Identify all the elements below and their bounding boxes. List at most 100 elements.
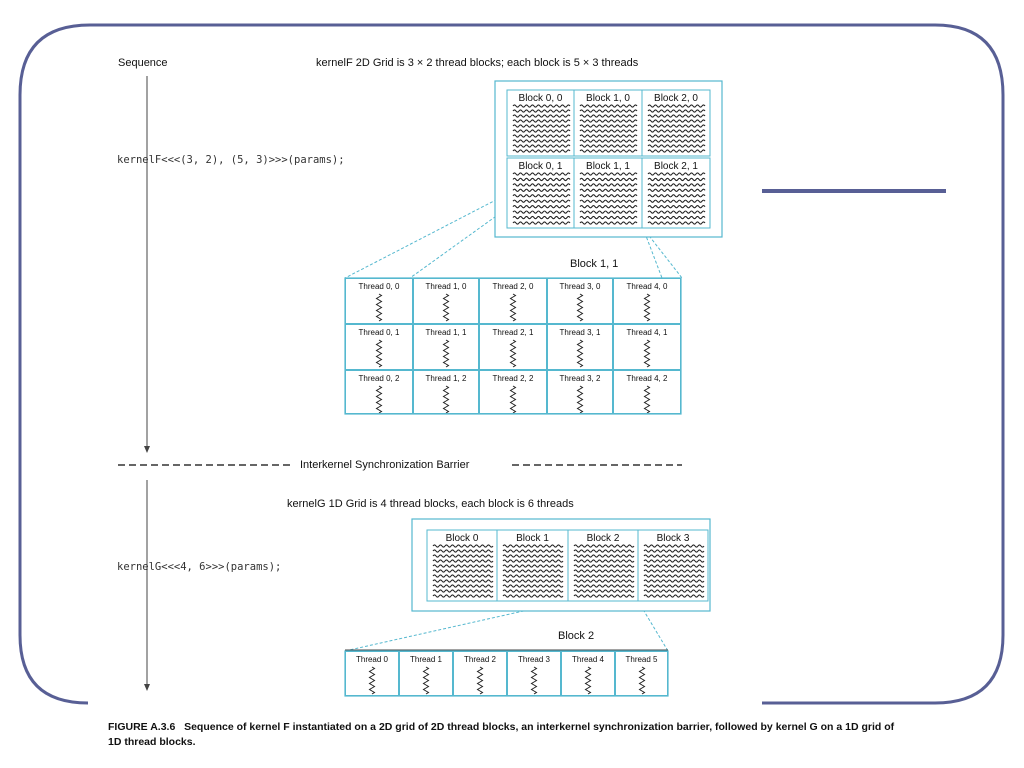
thread-squiggle-icon bbox=[512, 194, 571, 198]
thread-squiggle-icon bbox=[647, 194, 706, 198]
thread-squiggle-icon bbox=[512, 177, 571, 182]
thread-squiggle-icon bbox=[579, 109, 638, 113]
thread-squiggle-icon bbox=[647, 144, 706, 148]
zoom-line-g-1 bbox=[344, 600, 569, 652]
thread-label: Thread 5 bbox=[625, 655, 658, 664]
kernelG-thread-0: Thread 0 bbox=[345, 651, 399, 696]
thread-label: Thread 2, 1 bbox=[492, 328, 534, 337]
zoom-line-f-2 bbox=[409, 157, 578, 279]
thread-squiggle-icon bbox=[576, 339, 584, 368]
thread-label: Thread 4, 0 bbox=[626, 282, 668, 291]
thread-label: Thread 4, 2 bbox=[626, 374, 668, 383]
thread-squiggle-icon bbox=[432, 544, 494, 548]
kernelG-thread-2: Thread 2 bbox=[453, 651, 507, 696]
thread-squiggle-icon bbox=[432, 584, 494, 588]
thread-squiggle-icon bbox=[647, 183, 706, 187]
thread-label: Thread 2 bbox=[463, 655, 497, 664]
thread-label: Thread 3 bbox=[517, 655, 551, 664]
thread-squiggle-icon bbox=[647, 199, 706, 203]
thread-squiggle-icon bbox=[502, 574, 564, 578]
thread-squiggle-icon bbox=[647, 188, 706, 192]
thread-squiggle-icon bbox=[573, 544, 635, 548]
thread-squiggle-icon bbox=[647, 124, 706, 128]
thread-squiggle-icon bbox=[375, 293, 383, 322]
thread-squiggle-icon bbox=[579, 114, 638, 118]
thread-squiggle-icon bbox=[432, 559, 494, 563]
thread-squiggle-icon bbox=[579, 124, 638, 128]
thread-squiggle-icon bbox=[512, 104, 571, 108]
sequence-label: Sequence bbox=[118, 57, 168, 69]
kernelF-thread-4-2: Thread 4, 2 bbox=[613, 370, 681, 414]
thread-squiggle-icon bbox=[432, 564, 494, 568]
thread-squiggle-icon bbox=[530, 666, 538, 695]
thread-squiggle-icon bbox=[512, 210, 571, 214]
thread-squiggle-icon bbox=[573, 554, 635, 558]
thread-squiggle-icon bbox=[512, 188, 571, 192]
thread-squiggle-icon bbox=[584, 666, 592, 695]
thread-squiggle-icon bbox=[579, 172, 638, 176]
thread-squiggle-icon bbox=[512, 172, 571, 176]
block-label: Block 1, 0 bbox=[586, 93, 630, 104]
thread-squiggle-icon bbox=[579, 139, 638, 143]
kernelG-thread-1: Thread 1 bbox=[399, 651, 453, 696]
thread-squiggle-icon bbox=[579, 134, 638, 138]
thread-squiggle-icon bbox=[643, 544, 705, 548]
thread-squiggle-icon bbox=[432, 569, 494, 573]
thread-squiggle-icon bbox=[512, 124, 571, 128]
thread-squiggle-icon bbox=[579, 149, 638, 153]
block-cell-border bbox=[637, 529, 709, 602]
thread-squiggle-icon bbox=[512, 114, 571, 118]
kernelG-thread-4: Thread 4 bbox=[561, 651, 615, 696]
thread-squiggle-icon bbox=[502, 544, 564, 548]
kernelF-thread-2-0: Thread 2, 0 bbox=[479, 278, 547, 324]
caption-text: Sequence of kernel F instantiated on a 2… bbox=[108, 721, 895, 748]
thread-squiggle-icon bbox=[643, 569, 705, 573]
thread-squiggle-icon bbox=[502, 589, 564, 593]
thread-squiggle-icon bbox=[432, 549, 494, 553]
kernelF-block-2-1: Block 2, 1 bbox=[642, 158, 710, 228]
kernelF-thread-1-2: Thread 1, 2 bbox=[413, 370, 479, 414]
thread-squiggle-icon bbox=[647, 134, 706, 138]
kernelF-thread-4-0: Thread 4, 0 bbox=[613, 278, 681, 324]
kernelG-grid-outer bbox=[411, 518, 711, 612]
thread-squiggle-icon bbox=[502, 594, 564, 598]
thread-squiggle-icon bbox=[422, 666, 430, 695]
thread-squiggle-icon bbox=[512, 215, 571, 220]
thread-squiggle-icon bbox=[573, 569, 635, 573]
thread-squiggle-icon bbox=[647, 149, 706, 153]
thread-squiggle-icon bbox=[512, 139, 571, 143]
thread-label: Thread 0, 1 bbox=[358, 328, 400, 337]
thread-squiggle-icon bbox=[502, 549, 564, 553]
thread-squiggle-icon bbox=[573, 579, 635, 583]
thread-label: Thread 0, 2 bbox=[358, 374, 400, 383]
thread-squiggle-icon bbox=[432, 594, 494, 598]
thread-squiggle-icon bbox=[647, 210, 706, 214]
thread-squiggle-icon bbox=[512, 129, 571, 133]
thread-squiggle-icon bbox=[647, 109, 706, 113]
block-cell-border bbox=[641, 89, 711, 157]
thread-label: Thread 3, 2 bbox=[559, 374, 601, 383]
barrier-label: Interkernel Synchronization Barrier bbox=[300, 459, 470, 471]
thread-squiggle-icon bbox=[579, 188, 638, 192]
thread-label: Thread 3, 1 bbox=[559, 328, 601, 337]
kernelG-block-1: Block 1 bbox=[497, 530, 568, 601]
zoom-line-f-4 bbox=[642, 227, 663, 279]
kernelF-thread-1-1: Thread 1, 1 bbox=[413, 324, 479, 370]
kernelF-block-2-0: Block 2, 0 bbox=[642, 90, 710, 156]
thread-squiggle-icon bbox=[579, 129, 638, 133]
thread-squiggle-icon bbox=[579, 183, 638, 187]
thread-label: Thread 1, 0 bbox=[425, 282, 467, 291]
kernelF-thread-4-1: Thread 4, 1 bbox=[613, 324, 681, 370]
thread-squiggle-icon bbox=[643, 584, 705, 588]
thread-squiggle-icon bbox=[502, 564, 564, 568]
thread-squiggle-icon bbox=[573, 559, 635, 563]
kernelF-launch: kernelF<<<(3, 2), (5, 3)>>>(params); bbox=[117, 154, 345, 166]
timeline-lower-arrow bbox=[144, 684, 150, 691]
thread-squiggle-icon bbox=[576, 293, 584, 322]
timeline-upper-arrow bbox=[144, 446, 150, 453]
thread-squiggle-icon bbox=[643, 574, 705, 578]
thread-squiggle-icon bbox=[579, 210, 638, 214]
thread-squiggle-icon bbox=[512, 221, 571, 225]
thread-squiggle-icon bbox=[512, 119, 571, 123]
